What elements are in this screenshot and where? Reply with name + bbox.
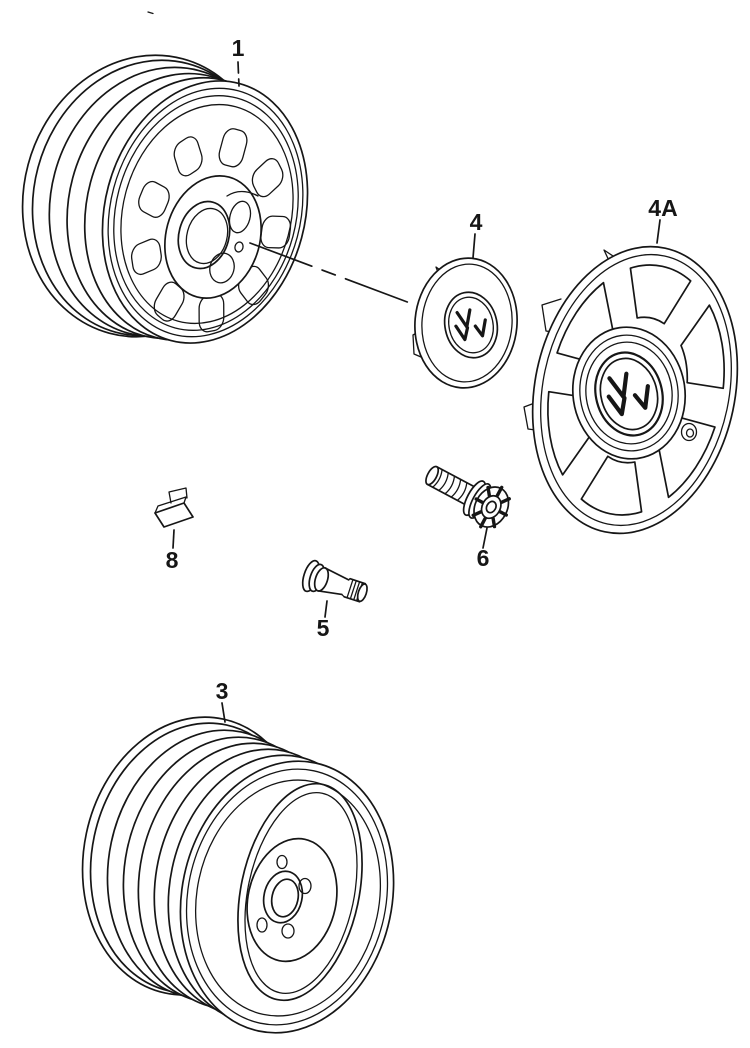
leader-line-6 — [482, 527, 488, 549]
bolt-spline-head — [466, 479, 517, 534]
wheel-vent-holes — [108, 109, 314, 349]
part-label-8: 8 — [166, 547, 179, 573]
wheel-bolt-illustration — [425, 465, 517, 535]
leader-line-hub-to-cap — [249, 242, 419, 307]
balance-weight-illustration — [154, 487, 194, 528]
part-label-1: 1 — [232, 35, 245, 61]
part-label-5: 5 — [317, 615, 330, 641]
center-cap-illustration — [412, 257, 518, 389]
leader-line-4 — [472, 233, 476, 259]
steel-wheel-illustration — [21, 54, 314, 349]
vw-logo-icon — [594, 351, 664, 437]
part-label-4: 4 — [470, 209, 483, 235]
cover-center-rings — [571, 326, 687, 460]
leader-line-5 — [324, 600, 328, 618]
part-label-4a: 4A — [648, 195, 677, 221]
leader-line-3 — [221, 702, 226, 723]
part-label-6: 6 — [477, 545, 490, 571]
print-speck — [147, 11, 154, 15]
leader-line-4a — [656, 219, 661, 244]
leader-line-8 — [172, 529, 175, 549]
part-label-3: 3 — [216, 678, 229, 704]
valve-stem-illustration — [301, 559, 368, 603]
wheel-cover-illustration — [523, 245, 739, 535]
wheel-hub — [246, 837, 338, 963]
vw-logo-icon — [443, 291, 499, 359]
wheel-hub — [163, 175, 263, 299]
leader-line-1 — [237, 61, 240, 87]
cover-valve-hole — [680, 422, 698, 442]
callouts: 1 4 4A 6 8 5 3 — [166, 35, 678, 723]
spare-wheel-illustration — [81, 716, 395, 1034]
